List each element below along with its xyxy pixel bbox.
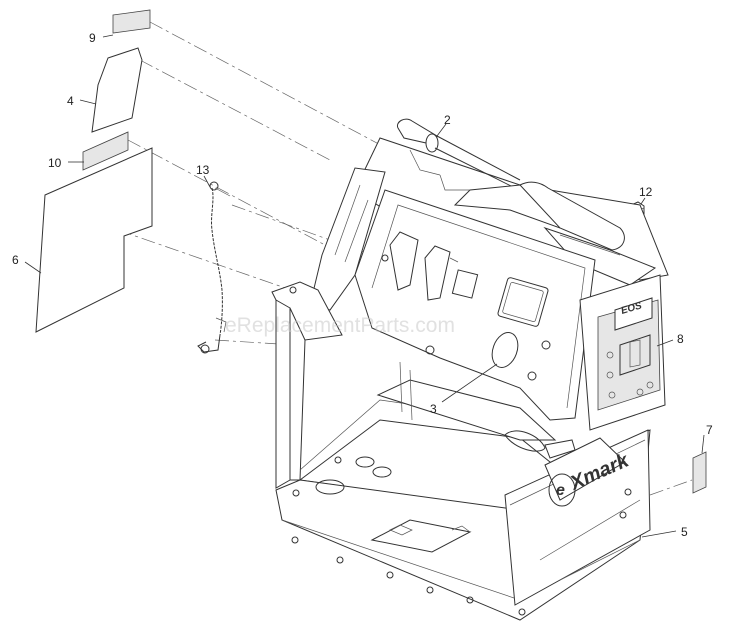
callout-9: 9: [89, 31, 96, 45]
callout-8: 8: [677, 332, 684, 346]
brand-logo-prefix: e: [556, 482, 565, 499]
chain-part-13: [197, 181, 231, 354]
callout-2: 2: [444, 113, 451, 127]
shield-part-4: [91, 47, 143, 133]
callouts: 9 4 10 6 13 2 12 8 3 7 5: [12, 31, 713, 539]
decal-part-10: [82, 131, 129, 171]
callout-10: 10: [48, 156, 62, 170]
callout-7: 7: [706, 423, 713, 437]
decal-part-9: [112, 9, 151, 34]
callout-3: 3: [430, 402, 437, 416]
callout-4: 4: [67, 94, 74, 108]
control-frame-assembly: EOS e Xmark: [271, 118, 669, 621]
decal-part-7: [692, 451, 707, 494]
watermark-text: eReplacementParts.com: [225, 314, 455, 337]
cover-plate-part-6: [35, 147, 153, 333]
callout-13: 13: [196, 163, 210, 177]
callout-6: 6: [12, 253, 19, 267]
callout-5: 5: [681, 525, 688, 539]
callout-12: 12: [639, 185, 653, 199]
leader-lines: [24, 34, 705, 538]
